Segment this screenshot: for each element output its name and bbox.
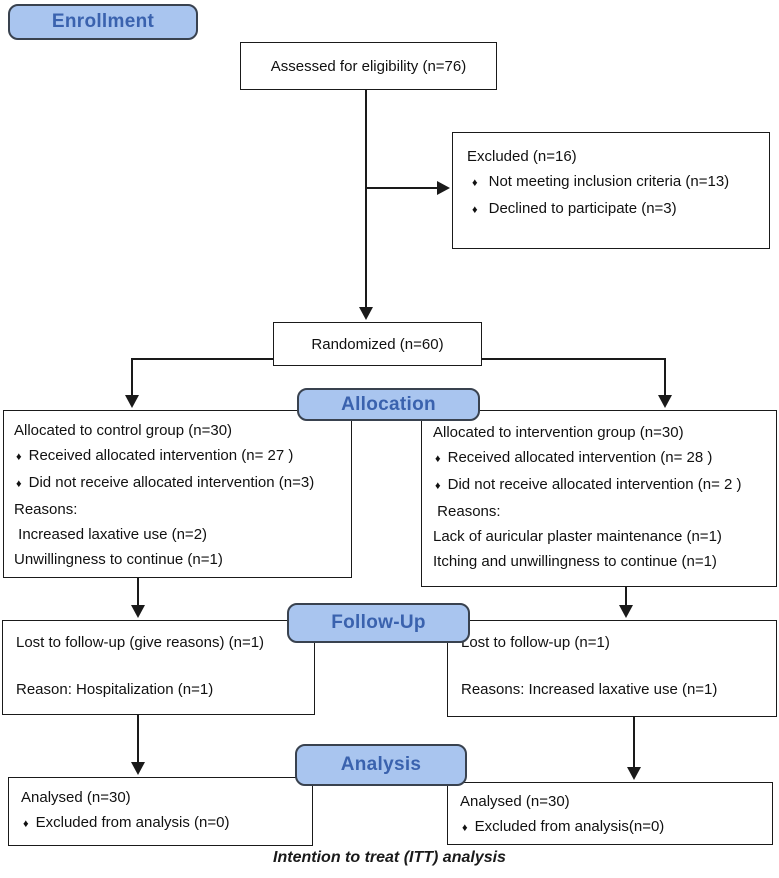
arrowhead-down-icon bbox=[359, 307, 373, 320]
analysis-stage-label: Analysis bbox=[340, 754, 422, 775]
intervention-allocation-bullet-text: Received allocated intervention (n= 28 ) bbox=[447, 449, 713, 466]
connector-randomized-right-vertical bbox=[664, 358, 666, 396]
intervention-allocation-bullet-text: Did not receive allocated intervention (… bbox=[447, 476, 742, 493]
arrowhead-down-icon bbox=[131, 762, 145, 775]
connector-randomized-right-horizontal bbox=[482, 358, 666, 360]
control-allocation-box: Allocated to control group (n=30) ♦ Rece… bbox=[3, 410, 352, 578]
excluded-item-text: Not meeting inclusion criteria (n=13) bbox=[488, 173, 730, 190]
excluded-item: ♦ Declined to participate (n=3) bbox=[467, 196, 755, 223]
excluded-title: Excluded (n=16) bbox=[467, 148, 577, 165]
arrowhead-down-icon bbox=[627, 767, 641, 780]
control-reasons-label: Reasons: bbox=[14, 501, 78, 518]
connector-followup-to-analysis-right bbox=[633, 717, 635, 768]
followup-control-line1: Lost to follow-up (give reasons) (n=1) bbox=[16, 634, 265, 651]
control-reason: Increased laxative use (n=2) bbox=[14, 526, 208, 543]
assessed-eligibility-box: Assessed for eligibility (n=76) bbox=[240, 42, 497, 90]
intervention-reasons-label: Reasons: bbox=[433, 503, 501, 520]
analysis-intervention-box: Analysed (n=30) ♦ Excluded from analysis… bbox=[447, 782, 773, 845]
diagram-caption: Intention to treat (ITT) analysis bbox=[273, 849, 506, 866]
followup-control-box: Lost to follow-up (give reasons) (n=1) R… bbox=[2, 620, 315, 715]
arrowhead-down-icon bbox=[619, 605, 633, 618]
intervention-allocation-bullet: ♦ Did not receive allocated intervention… bbox=[433, 472, 765, 499]
intervention-allocation-bullet: ♦ Received allocated intervention (n= 28… bbox=[433, 445, 765, 472]
analysis-control-box: Analysed (n=30) ♦ Excluded from analysis… bbox=[8, 777, 313, 846]
control-reason: Unwillingness to continue (n=1) bbox=[14, 551, 223, 568]
diamond-bullet-icon: ♦ bbox=[472, 177, 478, 189]
allocation-stage-badge: Allocation bbox=[297, 388, 480, 421]
diamond-bullet-icon: ♦ bbox=[16, 451, 22, 463]
connector-randomized-left-horizontal bbox=[131, 358, 273, 360]
analysis-intervention-bullet: ♦ Excluded from analysis(n=0) bbox=[460, 814, 760, 841]
excluded-box: Excluded (n=16) ♦ Not meeting inclusion … bbox=[452, 132, 770, 249]
analysis-control-bullet-text: Excluded from analysis (n=0) bbox=[35, 814, 230, 831]
followup-control-line2: Reason: Hospitalization (n=1) bbox=[16, 681, 214, 698]
randomized-text: Randomized (n=60) bbox=[311, 335, 444, 353]
diamond-bullet-icon: ♦ bbox=[23, 818, 29, 830]
diamond-bullet-icon: ♦ bbox=[462, 822, 468, 834]
followup-intervention-line2: Reasons: Increased laxative use (n=1) bbox=[461, 681, 718, 698]
diamond-bullet-icon: ♦ bbox=[435, 480, 441, 492]
assessed-eligibility-text: Assessed for eligibility (n=76) bbox=[270, 57, 467, 75]
connector-followup-to-analysis-left bbox=[137, 715, 139, 763]
arrowhead-down-icon bbox=[131, 605, 145, 618]
arrowhead-down-icon bbox=[658, 395, 672, 408]
diamond-bullet-icon: ♦ bbox=[16, 478, 22, 490]
analysis-intervention-title: Analysed (n=30) bbox=[460, 793, 570, 810]
arrowhead-down-icon bbox=[125, 395, 139, 408]
excluded-item: ♦ Not meeting inclusion criteria (n=13) bbox=[467, 169, 755, 196]
connector-assessed-to-randomized bbox=[365, 90, 367, 308]
connector-control-to-followup bbox=[137, 578, 139, 606]
control-allocation-bullet: ♦ Received allocated intervention (n= 27… bbox=[14, 443, 341, 470]
connector-to-excluded bbox=[366, 187, 437, 189]
intervention-reason: Itching and unwillingness to continue (n… bbox=[433, 553, 717, 570]
followup-intervention-line1: Lost to follow-up (n=1) bbox=[461, 634, 610, 651]
analysis-control-title: Analysed (n=30) bbox=[21, 789, 131, 806]
control-allocation-bullet-text: Did not receive allocated intervention (… bbox=[28, 474, 315, 491]
followup-stage-badge: Follow-Up bbox=[287, 603, 470, 643]
randomized-box: Randomized (n=60) bbox=[273, 322, 482, 366]
intervention-allocation-box: Allocated to intervention group (n=30) ♦… bbox=[421, 410, 777, 587]
intervention-reason: Lack of auricular plaster maintenance (n… bbox=[433, 528, 722, 545]
control-allocation-bullet-text: Received allocated intervention (n= 27 ) bbox=[28, 447, 294, 464]
diamond-bullet-icon: ♦ bbox=[472, 204, 478, 216]
analysis-intervention-bullet-text: Excluded from analysis(n=0) bbox=[474, 818, 665, 835]
enrollment-stage-label: Enrollment bbox=[51, 11, 155, 32]
diamond-bullet-icon: ♦ bbox=[435, 453, 441, 465]
control-allocation-title: Allocated to control group (n=30) bbox=[14, 422, 233, 439]
allocation-stage-label: Allocation bbox=[341, 393, 436, 415]
intervention-allocation-title: Allocated to intervention group (n=30) bbox=[433, 424, 684, 441]
enrollment-stage-badge: Enrollment bbox=[8, 4, 198, 40]
arrowhead-right-icon bbox=[437, 181, 450, 195]
followup-intervention-box: Lost to follow-up (n=1) Reasons: Increas… bbox=[447, 620, 777, 717]
connector-randomized-left-vertical bbox=[131, 358, 133, 396]
analysis-control-bullet: ♦ Excluded from analysis (n=0) bbox=[21, 810, 300, 837]
excluded-item-text: Declined to participate (n=3) bbox=[488, 200, 677, 217]
control-allocation-bullet: ♦ Did not receive allocated intervention… bbox=[14, 470, 341, 497]
analysis-stage-badge: Analysis bbox=[295, 744, 467, 786]
connector-intervention-to-followup bbox=[625, 587, 627, 606]
followup-stage-label: Follow-Up bbox=[331, 612, 426, 633]
